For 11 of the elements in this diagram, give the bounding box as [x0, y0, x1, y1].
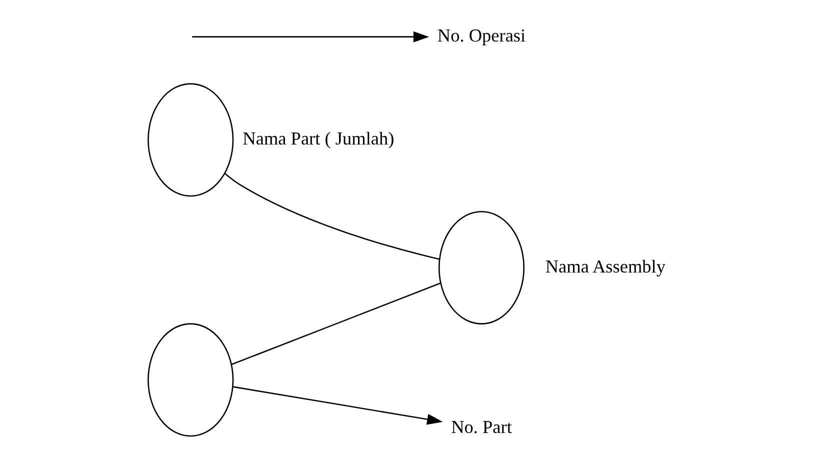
node-label: Nama Part ( Jumlah) [242, 128, 394, 149]
node-circle [438, 210, 525, 324]
node-text: No. Part [451, 416, 512, 437]
node-circle [148, 83, 234, 197]
arrow [192, 31, 430, 42]
connector [231, 282, 440, 366]
node-circle [148, 323, 234, 437]
node-text: No. Operasi [437, 26, 526, 46]
arrow [233, 386, 443, 425]
connector [224, 172, 440, 260]
node-label: Nama Assembly [545, 256, 666, 277]
